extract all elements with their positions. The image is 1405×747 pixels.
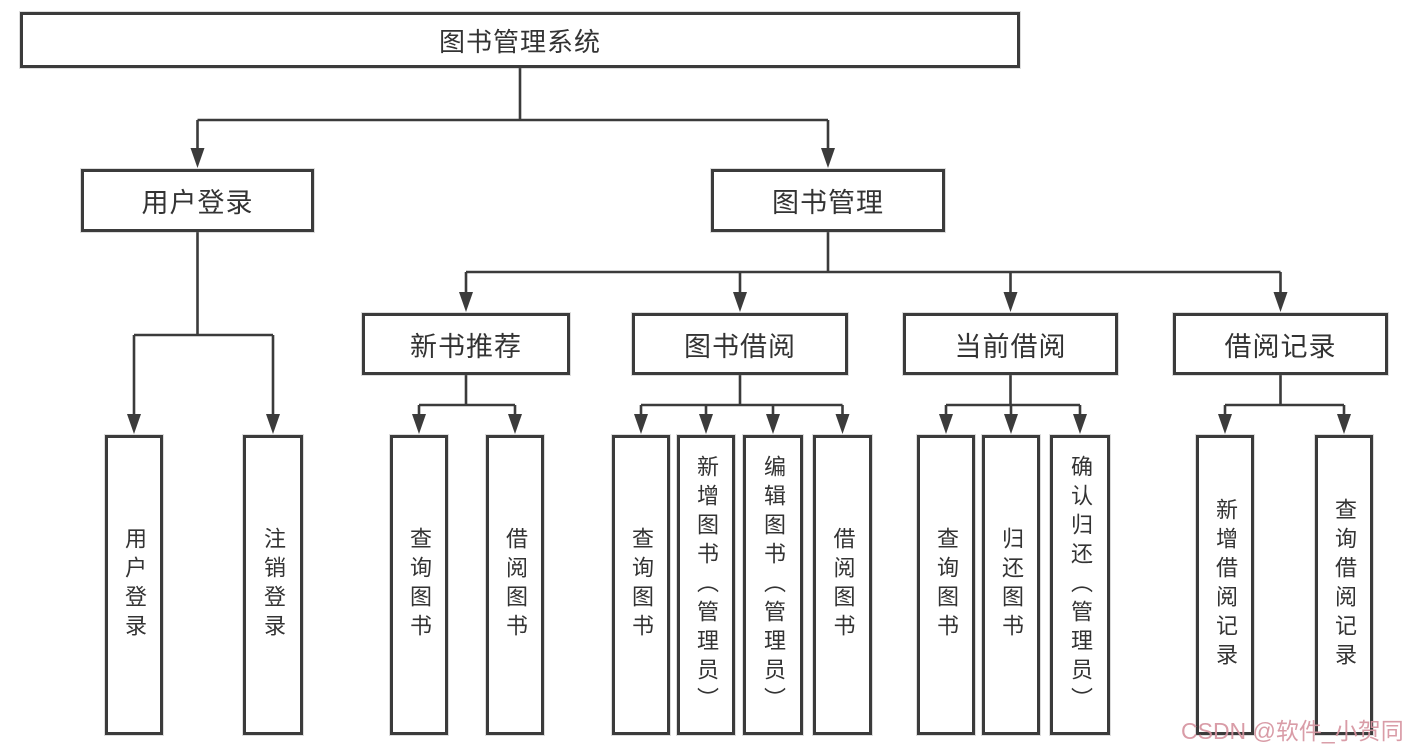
leaf-label: 编辑图书（管理员）	[761, 454, 786, 716]
leaf-borrow-books: 借阅图书	[813, 435, 872, 735]
leaf-label: 注销登录	[261, 527, 286, 643]
arrowhead	[190, 148, 205, 168]
arrowhead	[699, 414, 713, 434]
node-label: 图书借阅	[684, 331, 796, 362]
arrowhead	[1004, 414, 1018, 434]
arrowhead	[1073, 414, 1087, 434]
leaf-label: 查询借阅记录	[1332, 498, 1357, 672]
leaf-query-books-current: 查询图书	[917, 435, 975, 735]
leaf-query-books-recommend: 查询图书	[390, 435, 448, 735]
arrowhead	[634, 414, 648, 434]
connector-book-borrow-to-leaves	[634, 375, 850, 434]
arrowhead	[459, 292, 473, 312]
leaf-label: 查询图书	[407, 527, 432, 643]
node-new-book-recommend: 新书推荐	[362, 313, 570, 375]
connector-current-borrow-to-leaves	[939, 375, 1087, 434]
node-label: 用户登录	[141, 188, 254, 218]
node-label: 借阅记录	[1224, 331, 1337, 362]
csdn-watermark: CSDN @软件_小贺同学	[1181, 718, 1405, 744]
arrowhead	[766, 414, 780, 434]
leaf-label: 确认归还（管理员）	[1068, 454, 1093, 716]
leaf-label: 用户登录	[122, 527, 147, 643]
connector-new-book-to-leaves	[412, 375, 522, 434]
leaf-add-borrow-record: 新增借阅记录	[1196, 435, 1254, 735]
leaf-logout: 注销登录	[243, 435, 303, 735]
leaf-label: 新增图书（管理员）	[694, 454, 719, 716]
leaf-label: 查询图书	[629, 527, 654, 643]
connector-root-to-level2	[190, 68, 835, 168]
node-label: 图书管理系统	[438, 26, 601, 57]
arrowhead	[508, 414, 522, 434]
node-borrowing-records: 借阅记录	[1173, 313, 1388, 375]
leaf-label: 查询图书	[934, 527, 959, 643]
node-label: 新书推荐	[410, 331, 522, 362]
leaf-return-books: 归还图书	[982, 435, 1040, 735]
node-library-system: 图书管理系统	[20, 12, 1020, 68]
leaf-label: 新增借阅记录	[1213, 498, 1238, 672]
arrowhead	[1218, 414, 1232, 434]
arrowhead	[821, 148, 835, 168]
node-book-borrowing: 图书借阅	[632, 313, 848, 375]
leaf-query-books-borrow: 查询图书	[612, 435, 670, 735]
leaf-edit-books-admin: 编辑图书（管理员）	[743, 435, 803, 735]
leaf-label: 借阅图书	[503, 527, 528, 643]
leaf-label: 归还图书	[999, 527, 1024, 643]
arrowhead	[939, 414, 953, 434]
node-book-management: 图书管理	[711, 169, 945, 232]
arrowhead	[733, 292, 747, 312]
arrowhead	[1273, 292, 1288, 312]
arrowhead	[412, 414, 426, 434]
arrowhead	[835, 414, 850, 434]
node-label: 图书管理	[772, 188, 884, 218]
connector-user-login-to-leaves	[127, 232, 280, 434]
arrowhead	[1337, 414, 1351, 434]
arrowhead	[127, 414, 141, 434]
leaf-user-login: 用户登录	[105, 435, 163, 735]
connector-borrow-record-to-leaves	[1218, 375, 1351, 434]
node-current-borrowing: 当前借阅	[903, 313, 1118, 375]
leaf-label: 借阅图书	[830, 527, 856, 643]
leaf-confirm-return-admin: 确认归还（管理员）	[1050, 435, 1110, 735]
arrowhead	[266, 414, 280, 434]
leaf-query-borrow-record: 查询借阅记录	[1315, 435, 1373, 735]
node-user-login: 用户登录	[81, 169, 314, 232]
arrowhead	[1003, 292, 1018, 312]
leaf-add-books-admin: 新增图书（管理员）	[677, 435, 735, 735]
node-label: 当前借阅	[954, 331, 1067, 362]
leaf-borrow-books-recommend: 借阅图书	[486, 435, 544, 735]
connector-book-mgmt-to-level3	[459, 232, 1288, 312]
